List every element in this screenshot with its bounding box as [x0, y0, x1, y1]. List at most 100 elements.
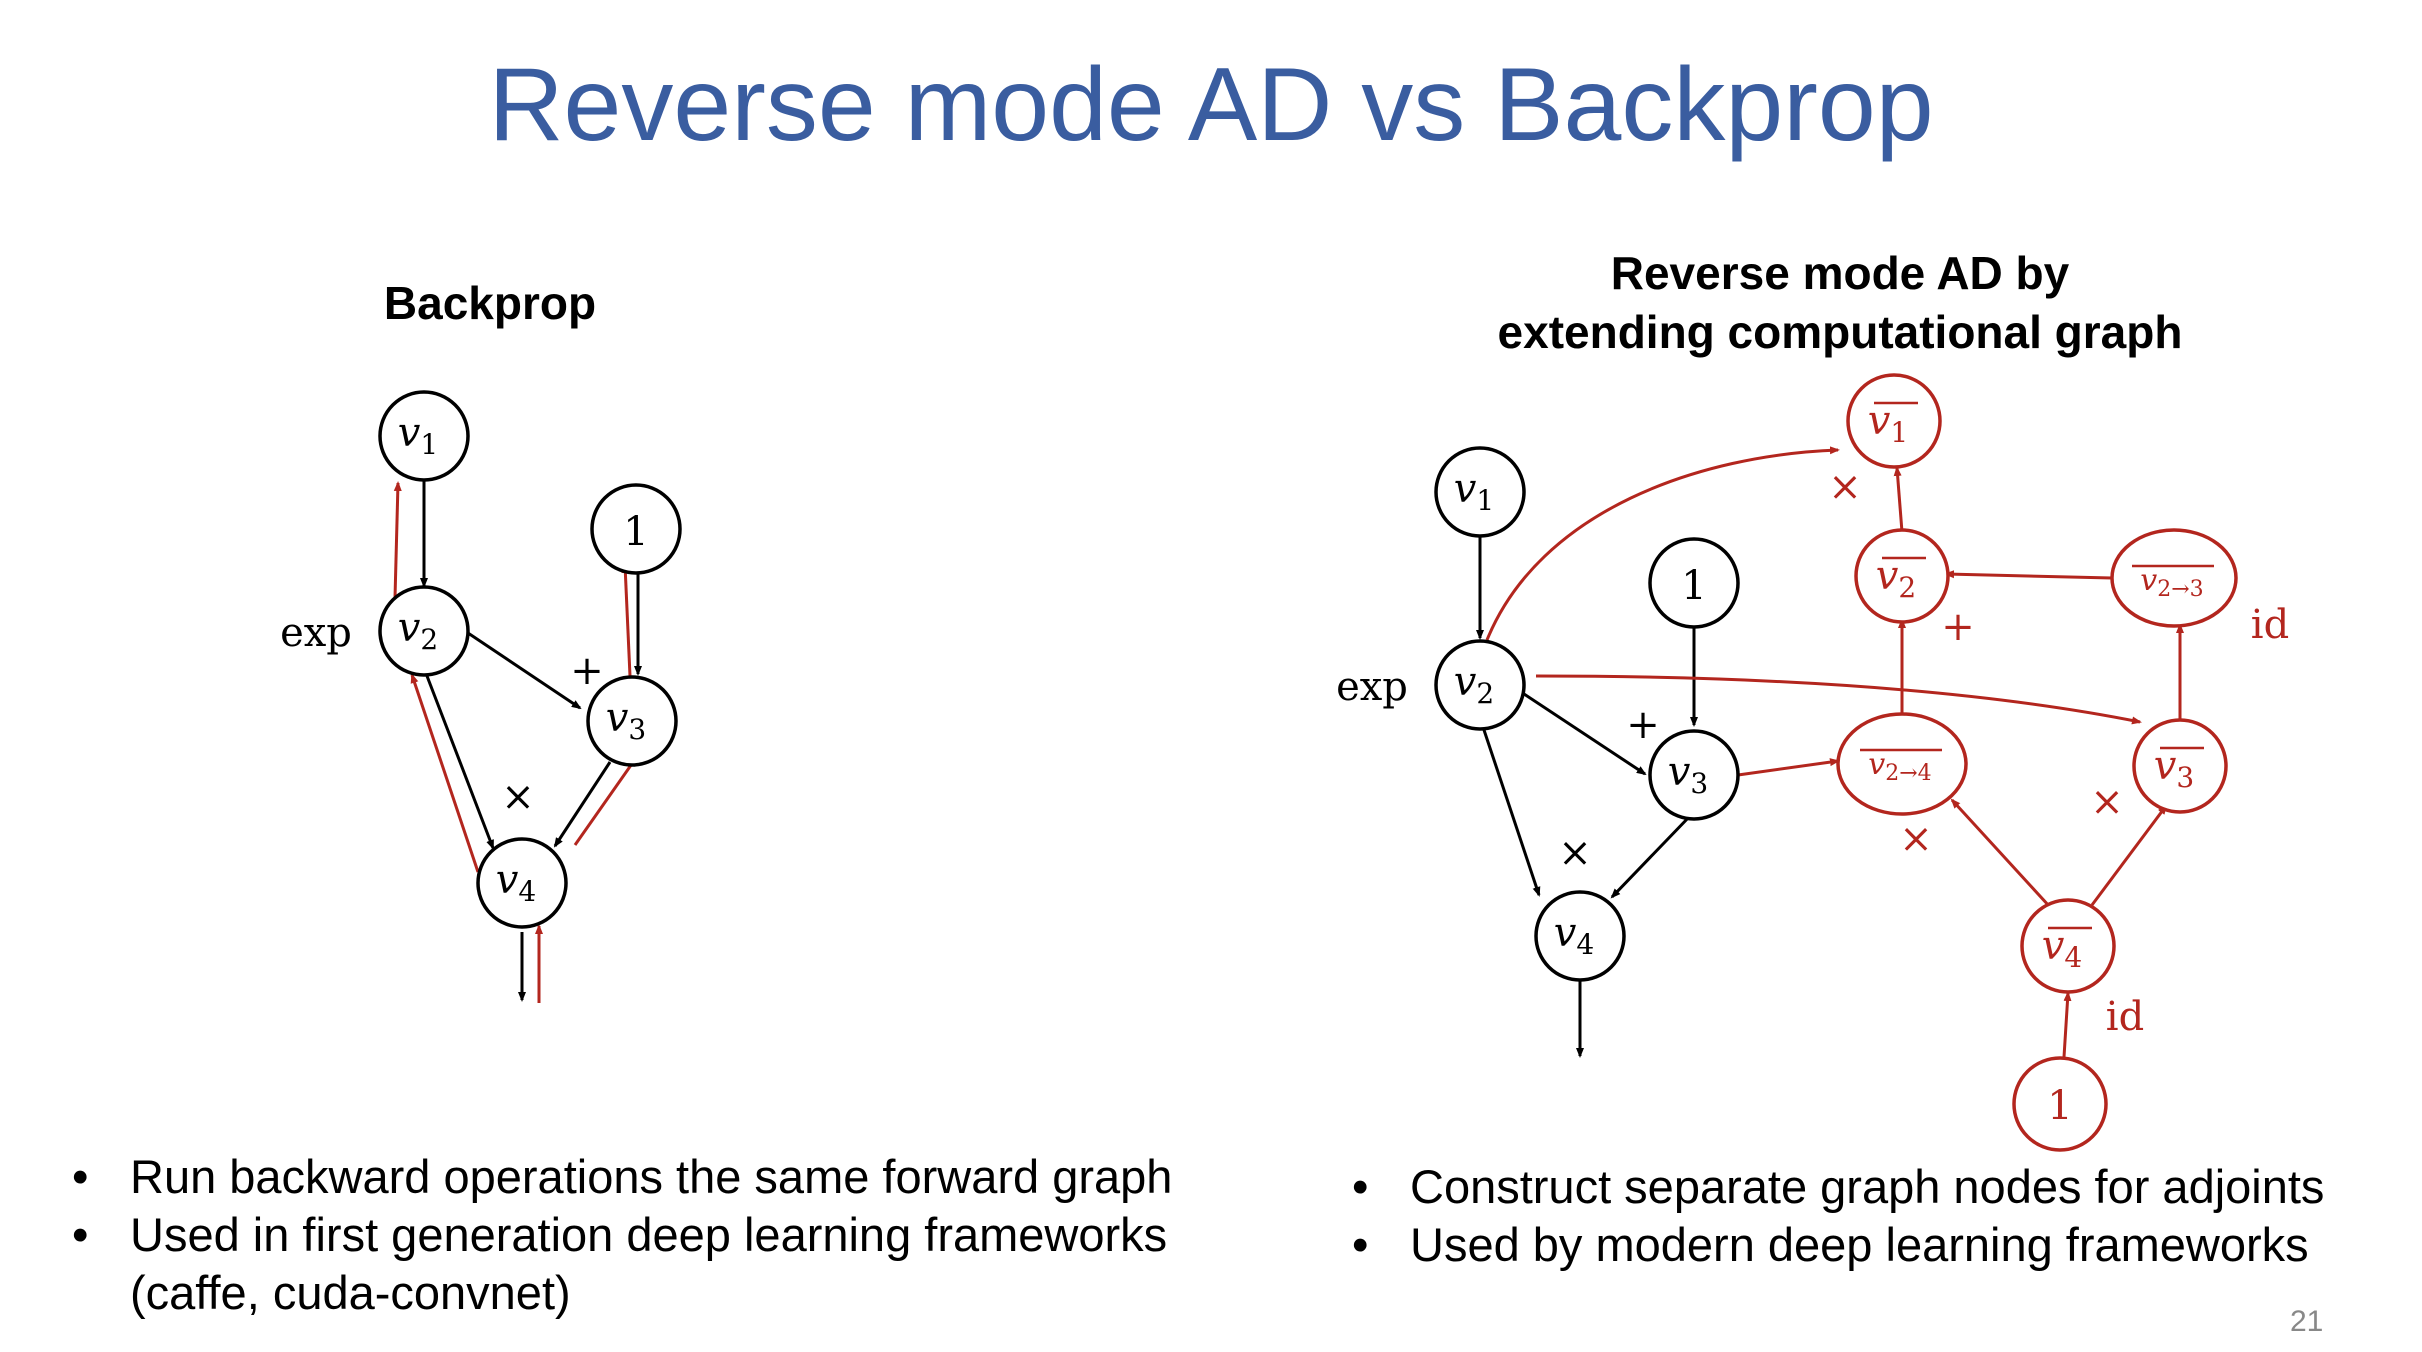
- adj-node-v4bar-label: v: [2042, 923, 2065, 969]
- node-one: [590, 483, 682, 575]
- svg-text:v3: v3: [2154, 743, 2194, 794]
- adj-edge-v2-v3bar: [1535, 674, 2142, 725]
- fwd-node-v2-label: v: [1454, 659, 1477, 705]
- adj-op-plus-v2: +: [1941, 604, 1975, 650]
- fwd-op-times-label: ×: [1558, 830, 1592, 876]
- adj-node-v2to3bar: [2110, 528, 2238, 628]
- adj-node-v3bar: [2132, 718, 2228, 814]
- fwd-node-v3: [1648, 729, 1740, 821]
- adj-node-v2to3bar-sub: 2→3: [2157, 577, 2203, 602]
- adj-edge-v2to3-v2bar: [1944, 570, 2113, 580]
- svg-text:v3: v3: [606, 695, 646, 746]
- node-v2-label: v: [398, 605, 421, 651]
- adj-node-v2bar-label: v: [1876, 553, 1899, 599]
- fwd-edge-v2-v3: [1523, 692, 1647, 776]
- fwd-edge-v2-v4: [1482, 729, 1541, 897]
- svg-text:v4: v4: [2042, 923, 2082, 974]
- node-v1: [378, 390, 470, 482]
- fwd-node-one-label: 1: [1681, 563, 1706, 609]
- adj-edge-v2bar-v1bar: [1893, 466, 1904, 533]
- edge-v2-v3: [467, 631, 582, 710]
- adj-op-id-v4: id: [2106, 994, 2144, 1040]
- fwd-edge-v3-v4: [1610, 814, 1692, 899]
- reverse-ad-bullet-2: Used by modern deep learning frameworks: [1352, 1216, 2402, 1274]
- node-v3: [586, 675, 678, 767]
- svg-text:v2: v2: [1876, 553, 1916, 604]
- fwd-node-v1: [1434, 446, 1526, 538]
- svg-text:v2→3: v2→3: [2140, 563, 2203, 602]
- node-v1-sub: 1: [420, 428, 438, 461]
- adj-node-v3bar-sub: 3: [2176, 761, 2194, 794]
- backprop-bullet-2: Used in first generation deep learning f…: [72, 1206, 1222, 1322]
- fwd-node-one: [1648, 537, 1740, 629]
- reverse-ad-heading: Reverse mode AD by extending computation…: [1400, 244, 2280, 362]
- adj-edge-one-v4bar: [2062, 991, 2072, 1058]
- op-times-label: ×: [501, 774, 535, 820]
- fwd-node-v3-label: v: [1668, 749, 1691, 795]
- backprop-graph: v1 v2 1 v3 v4 exp + ×: [280, 390, 682, 1003]
- svg-text:v1: v1: [398, 410, 438, 461]
- backprop-bullets: Run backward operations the same forward…: [72, 1148, 1222, 1322]
- fwd-op-exp-label: exp: [1336, 664, 1408, 710]
- node-v3-sub: 3: [628, 713, 646, 746]
- svg-text:v2: v2: [1454, 659, 1494, 710]
- adj-edge-v4bar-v3bar: [2090, 804, 2168, 906]
- backprop-heading: Backprop: [320, 274, 660, 333]
- reverse-ad-bullets: Construct separate graph nodes for adjoi…: [1352, 1158, 2402, 1274]
- fwd-node-v1-sub: 1: [1476, 484, 1494, 517]
- edge-v2-v4: [425, 675, 495, 850]
- node-v2: [378, 585, 470, 677]
- fwd-node-v4-sub: 4: [1576, 928, 1594, 961]
- adj-op-id-v2to3: id: [2251, 602, 2289, 648]
- adj-node-v2to4bar-label: v: [1868, 747, 1885, 782]
- adj-node-v2to4bar-sub: 2→4: [1885, 761, 1931, 786]
- adj-edge-v3-v2to4: [1737, 758, 1840, 777]
- node-v1-label: v: [398, 410, 421, 456]
- adj-op-times-v2to4: ×: [1899, 816, 1933, 862]
- node-v4-sub: 4: [518, 875, 536, 908]
- fwd-node-v2-sub: 2: [1476, 677, 1494, 710]
- adj-node-v3bar-label: v: [2154, 743, 2177, 789]
- svg-text:v4: v4: [496, 857, 536, 908]
- back-edge-v4-v3: [573, 756, 638, 846]
- node-v2-sub: 2: [420, 623, 438, 656]
- svg-text:v2→4: v2→4: [1868, 747, 1931, 786]
- svg-text:v2: v2: [398, 605, 438, 656]
- back-edge-v4-v2: [410, 673, 480, 873]
- reverse-ad-graph: v1 v2 1 v3 v4 exp + ×: [1336, 373, 2289, 1152]
- adj-node-v2bar-sub: 2: [1898, 571, 1916, 604]
- node-v4: [476, 837, 568, 929]
- back-edge-v3-one: [621, 563, 632, 677]
- adj-node-one-label: 1: [2047, 1083, 2072, 1129]
- adj-op-times-v3: ×: [2090, 779, 2124, 825]
- fwd-node-v1-label: v: [1454, 466, 1477, 512]
- op-plus-label: +: [570, 648, 604, 694]
- op-exp-label: exp: [280, 610, 352, 656]
- node-v3-label: v: [606, 695, 629, 741]
- node-one-label: 1: [623, 509, 648, 555]
- back-edge-v2-v1: [393, 481, 402, 599]
- node-v4-label: v: [496, 857, 519, 903]
- fwd-op-plus-label: +: [1626, 702, 1660, 748]
- adj-node-one: [2012, 1056, 2108, 1152]
- svg-text:v1: v1: [1454, 466, 1494, 517]
- slide-title: Reverse mode AD vs Backprop: [488, 47, 1934, 163]
- page-number: 21: [2290, 1305, 2324, 1338]
- adj-node-v1bar-sub: 1: [1890, 416, 1908, 449]
- svg-text:v4: v4: [1554, 910, 1594, 961]
- adj-node-v4bar-sub: 4: [2064, 941, 2082, 974]
- svg-text:v3: v3: [1668, 749, 1708, 800]
- adj-edge-v2-v1bar: [1485, 446, 1840, 641]
- adj-node-v2to4bar: [1836, 712, 1968, 816]
- fwd-node-v4: [1534, 890, 1626, 982]
- fwd-node-v3-sub: 3: [1690, 767, 1708, 800]
- svg-text:v1: v1: [1868, 398, 1908, 449]
- backprop-bullet-1: Run backward operations the same forward…: [72, 1148, 1222, 1206]
- backprop-heading-text: Backprop: [383, 277, 597, 329]
- reverse-ad-heading-text: Reverse mode AD by extending computation…: [1497, 247, 2183, 358]
- adj-edge-v4bar-v2to4: [1950, 798, 2052, 909]
- fwd-node-v2: [1434, 639, 1526, 731]
- adj-op-times-v1: ×: [1828, 464, 1862, 510]
- adj-node-v1bar: [1846, 373, 1942, 469]
